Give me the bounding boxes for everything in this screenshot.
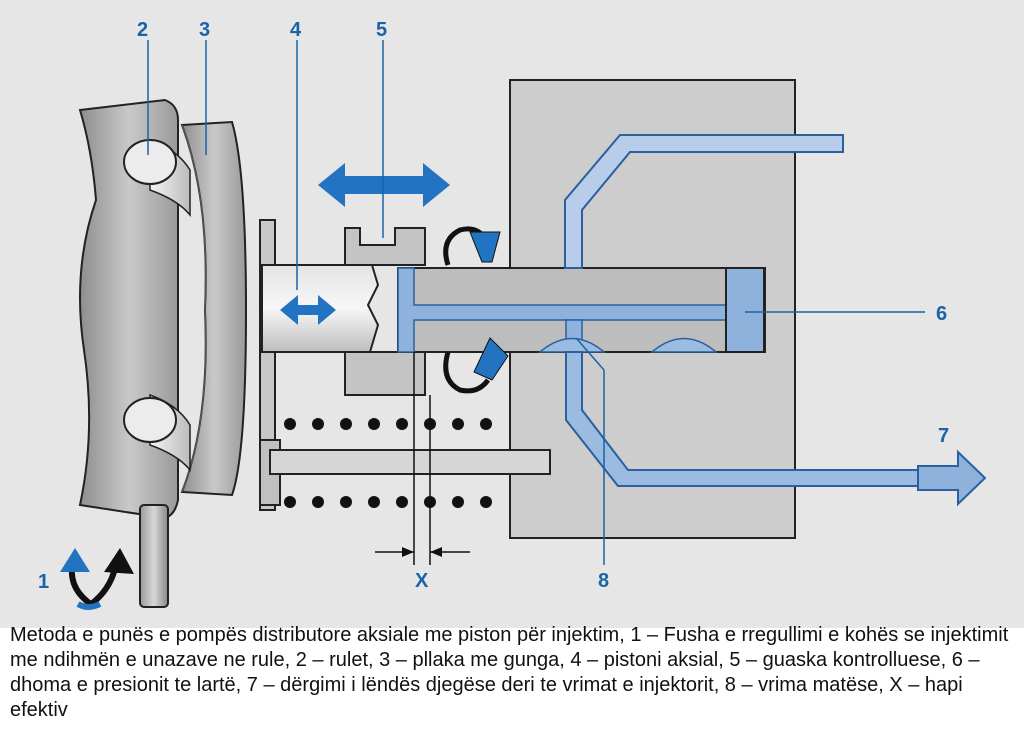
ring-rotation-arrow-icon [60,548,134,610]
label-2: 2 [137,19,148,41]
pump-diagram: 1 2 3 4 5 6 7 8 X [38,19,987,610]
control-sleeve [344,227,426,266]
label-7: 7 [938,425,949,447]
rotation-arrow-top-icon [443,226,501,266]
ring-stem [139,504,169,608]
metering-slot [537,337,607,353]
cam-plate-face [181,124,207,493]
label-x: X [415,570,429,592]
fuel-inlet-line [564,134,844,269]
label-1: 1 [38,571,49,593]
plunger-movement-arrow-icon [280,295,336,325]
roller-bottom [123,393,191,473]
rotation-arrow-bottom-icon [443,337,509,394]
sleeve-movement-arrow-icon [318,163,450,207]
effective-stroke-dimension [375,352,470,565]
label-6: 6 [936,303,947,325]
roller-top [123,138,191,218]
high-pressure-chamber [725,267,765,353]
control-sleeve-lower [344,351,426,396]
label-5: 5 [376,19,387,41]
leader-lines [147,40,925,565]
label-8: 8 [598,570,609,592]
distributor-slot [649,337,719,353]
label-3: 3 [199,19,210,41]
spring-guide-rod [269,449,551,475]
label-4: 4 [290,19,302,41]
spring-coils-top [284,418,492,430]
cam-plate [180,120,248,497]
figure-caption: Metoda e punës e pompës distributore aks… [10,624,1009,721]
outlet-arrow-icon [917,449,987,507]
spring-coils-bottom [284,496,492,508]
